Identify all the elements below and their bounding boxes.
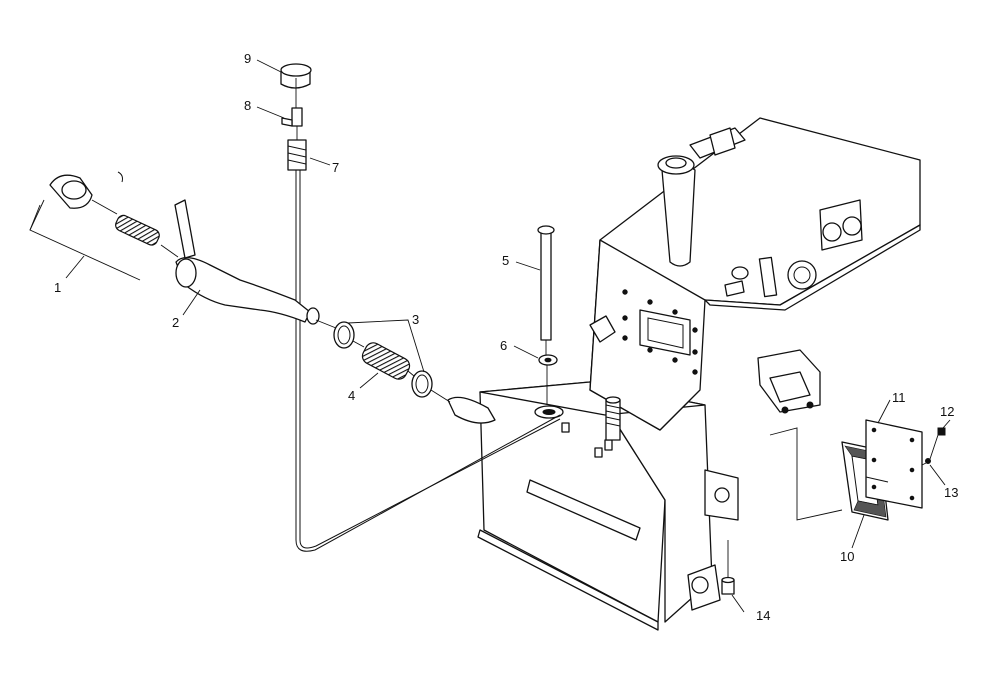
washer-part-13 (925, 458, 931, 464)
adapter-part-7 (287, 139, 307, 171)
hose-part-4 (361, 342, 411, 380)
callout-11: 11 (892, 390, 906, 405)
breather-cap-part-9 (280, 63, 312, 89)
callout-14: 14 (756, 608, 770, 623)
callout-8: 8 (244, 98, 251, 113)
nut-part-12 (937, 427, 946, 436)
fitting-part-8 (281, 107, 303, 127)
callout-6: 6 (500, 338, 507, 353)
suction-pipe-part-2 (174, 199, 320, 325)
bolt-row (622, 289, 698, 375)
cover-plate-part-11 (865, 419, 923, 509)
callout-9: 9 (244, 51, 251, 66)
strainer-assembly-part-1 (49, 171, 160, 246)
callout-1: 1 (54, 280, 61, 295)
callout-7: 7 (332, 160, 339, 175)
callout-leaders (29, 59, 951, 613)
dipstick-tube (295, 170, 561, 552)
callout-2: 2 (172, 315, 179, 330)
alignment-lines (91, 78, 939, 578)
return-fitting (605, 396, 621, 441)
callout-10: 10 (840, 549, 854, 564)
callout-3: 3 (412, 312, 419, 327)
hydraulic-tank (477, 117, 921, 631)
washer-part-6 (538, 354, 558, 366)
callout-4: 4 (348, 388, 355, 403)
callout-13: 13 (944, 485, 958, 500)
hose-clamps-part-3 (333, 321, 433, 398)
drain-plug-part-14 (721, 576, 735, 595)
callout-labels: 1 2 3 4 5 6 7 8 9 10 11 12 13 14 (54, 51, 958, 623)
dipstick-part-5 (537, 225, 555, 341)
callout-5: 5 (502, 253, 509, 268)
callout-12: 12 (940, 404, 954, 419)
